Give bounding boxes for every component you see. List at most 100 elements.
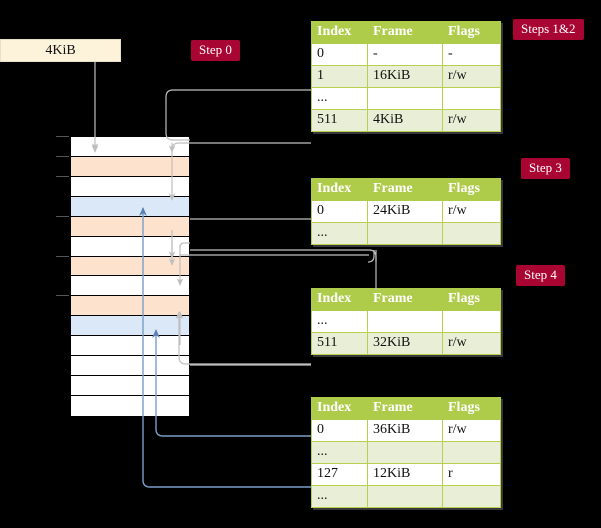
- badge-step-3-label: Step 3: [529, 160, 562, 175]
- table-cell: 24KiB: [367, 200, 443, 223]
- badge-step-0-label: Step 0: [199, 42, 232, 57]
- badge-step-4-label: Step 4: [524, 267, 557, 282]
- row-tick-mark: [56, 175, 69, 177]
- row-tick-mark: [56, 215, 69, 217]
- table-cell: 36KiB: [367, 419, 443, 442]
- table-cell: [442, 222, 501, 245]
- badge-step-3: Step 3: [521, 158, 570, 179]
- table-cell: r/w: [442, 109, 501, 132]
- wire-table1-to-memory: [168, 142, 311, 201]
- table-cell: [367, 310, 443, 333]
- row-tick-mark: [56, 155, 69, 157]
- table-cell: 0: [311, 43, 368, 66]
- table-cell: [442, 87, 501, 110]
- source-frame-label: 4KiB: [45, 42, 76, 58]
- column-header-frame: Frame: [367, 178, 443, 201]
- table-row: ...: [311, 485, 501, 508]
- column-header-flags: Flags: [442, 178, 501, 201]
- table-cell: r/w: [442, 65, 501, 88]
- table-cell: [367, 222, 443, 245]
- table-cell: [367, 87, 443, 110]
- table-row: ...: [311, 441, 501, 464]
- table-cell: 511: [311, 332, 368, 355]
- memory-row: [71, 356, 189, 377]
- table-cell: [442, 310, 501, 333]
- row-tick-mark: [56, 136, 69, 137]
- column-header-flags: Flags: [442, 397, 501, 420]
- wire-table3-to-memory: [175, 311, 311, 365]
- memory-row: [71, 316, 189, 337]
- wire-corner: [367, 250, 375, 263]
- column-header-frame: Frame: [367, 21, 443, 44]
- table-cell: [367, 441, 443, 464]
- memory-row: [71, 236, 189, 257]
- table-cell: 0: [311, 200, 368, 223]
- column-header-flags: Flags: [442, 288, 501, 311]
- table-cell: 16KiB: [367, 65, 443, 88]
- memory-row: [56, 215, 189, 237]
- table-row: ...: [311, 310, 501, 333]
- memory-row: [71, 336, 189, 357]
- column-header-index: Index: [311, 21, 368, 44]
- table-row: ...: [311, 222, 501, 245]
- table-cell: r/w: [442, 332, 501, 355]
- column-header-flags: Flags: [442, 21, 501, 44]
- column-header-index: Index: [311, 288, 368, 311]
- badge-steps-1-2: Steps 1&2: [513, 19, 584, 40]
- table-cell: r: [442, 463, 501, 486]
- table-cell: r/w: [442, 419, 501, 442]
- table-cell: r/w: [442, 200, 501, 223]
- table-cell: ...: [311, 485, 368, 508]
- table-cell: [442, 441, 501, 464]
- table-cell: 12KiB: [367, 463, 443, 486]
- table-cell: 511: [311, 109, 368, 132]
- badge-step-4: Step 4: [516, 265, 565, 286]
- column-header-frame: Frame: [367, 288, 443, 311]
- table-cell: [442, 485, 501, 508]
- memory-row: [56, 136, 189, 157]
- table-row: ...: [311, 87, 501, 110]
- physical-memory-column: [56, 136, 190, 416]
- table-cell: ...: [311, 310, 368, 333]
- memory-row: [56, 255, 189, 277]
- table-cell: ...: [311, 222, 368, 245]
- source-frame-box: 4KiB: [0, 39, 121, 62]
- memory-row: [71, 276, 189, 297]
- memory-row: [71, 395, 189, 416]
- table-cell: 127: [311, 463, 368, 486]
- badge-steps-1-2-label: Steps 1&2: [521, 21, 576, 36]
- memory-row: [71, 376, 189, 396]
- table-cell: 0: [311, 419, 368, 442]
- table-cell: [367, 485, 443, 508]
- table-cell: ...: [311, 441, 368, 464]
- table-cell: ...: [311, 87, 368, 110]
- memory-row: [71, 196, 189, 217]
- table-row: 0--: [311, 43, 501, 66]
- column-header-frame: Frame: [367, 397, 443, 420]
- table-cell: -: [442, 43, 501, 66]
- badge-step-0: Step 0: [191, 40, 240, 61]
- row-tick-mark: [56, 255, 69, 257]
- table-cell: 4KiB: [367, 109, 443, 132]
- row-tick-mark: [56, 295, 69, 297]
- table-cell: -: [367, 43, 443, 66]
- wire-memory-to-table2-out: [190, 249, 377, 290]
- column-header-index: Index: [311, 178, 368, 201]
- memory-row: [56, 155, 189, 177]
- column-header-index: Index: [311, 397, 368, 420]
- memory-row: [56, 295, 189, 317]
- wire-step0-to-table1: [165, 89, 311, 141]
